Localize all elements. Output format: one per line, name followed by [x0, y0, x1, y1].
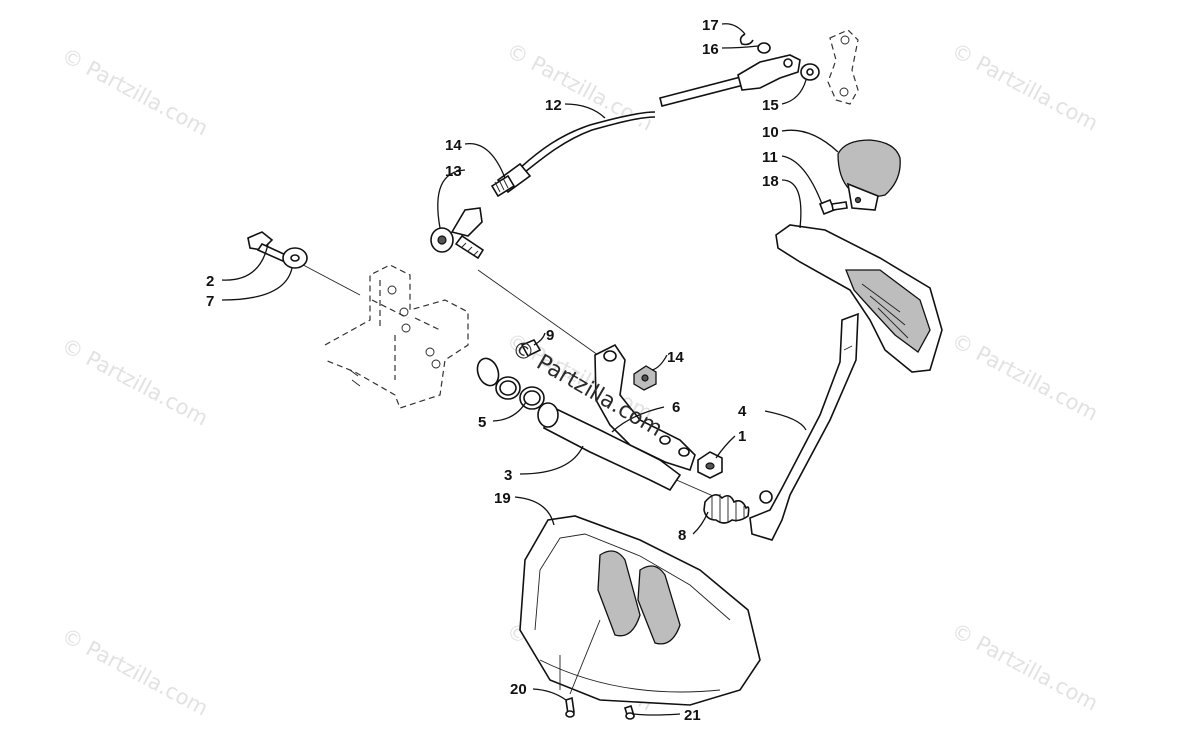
- callout-4: 4: [738, 403, 747, 420]
- rod-end: [430, 207, 485, 260]
- rod-end-axis-line: [477, 269, 606, 361]
- callout-11: 11: [762, 149, 778, 166]
- pivot-boss: [476, 357, 500, 387]
- callout-15: 15: [762, 97, 779, 114]
- lock-nut: [633, 365, 657, 391]
- callout-14-nut: 14: [667, 349, 684, 366]
- callout-17: 17: [702, 17, 719, 34]
- flange-nut: [697, 451, 723, 479]
- watermark-top-left: © Partzilla.com: [58, 43, 212, 140]
- pedal-knob: [837, 139, 901, 211]
- brake-pedal-arm: [749, 312, 859, 541]
- callout-7: 7: [206, 293, 214, 310]
- cable-rod: [519, 71, 765, 173]
- callout-18: 18: [762, 173, 779, 190]
- callout-20: 20: [510, 681, 527, 698]
- brake-pedal-pad: [775, 224, 943, 373]
- callout-10: 10: [762, 124, 779, 141]
- guard-screws: [565, 619, 635, 720]
- callout-1: 1: [738, 428, 746, 445]
- callout-5: 5: [478, 414, 486, 431]
- pedal-pivot-bracket: [537, 343, 696, 492]
- return-spring: [703, 494, 750, 524]
- callout-8: 8: [678, 527, 686, 544]
- watermark-bottom-left: © Partzilla.com: [58, 623, 212, 720]
- callout-6: 6: [672, 399, 680, 416]
- callout-13: 13: [445, 163, 462, 180]
- leader-lines: [221, 23, 839, 716]
- spacer-rings: [495, 376, 545, 410]
- callout-2: 2: [206, 273, 214, 290]
- threaded-adjuster: [490, 162, 532, 198]
- footwell-guard: [519, 515, 761, 706]
- callout-19: 19: [494, 490, 511, 507]
- watermark-mid-left: © Partzilla.com: [58, 333, 212, 430]
- callout-3: 3: [504, 467, 512, 484]
- callout-14-adjuster: 14: [445, 137, 462, 154]
- watermark-top-right: © Partzilla.com: [948, 38, 1102, 135]
- callout-12: 12: [545, 97, 562, 114]
- frame-bracket: [324, 264, 469, 409]
- bolt-and-washer: [247, 231, 308, 269]
- cable-end-fitting: [737, 54, 801, 91]
- watermark-bottom-right: © Partzilla.com: [948, 618, 1102, 715]
- knob-screw: [818, 198, 848, 216]
- transmission-lever-arm: [827, 29, 859, 105]
- callout-21: 21: [684, 707, 701, 724]
- callout-9: 9: [546, 327, 554, 344]
- watermark-mid-right: © Partzilla.com: [948, 328, 1102, 425]
- clip-and-washers: [739, 33, 820, 81]
- callout-16: 16: [702, 41, 719, 58]
- callout-labels: 17 16 12 15 10 11 18 14 13 2 7 9 14 5 6 …: [206, 17, 779, 724]
